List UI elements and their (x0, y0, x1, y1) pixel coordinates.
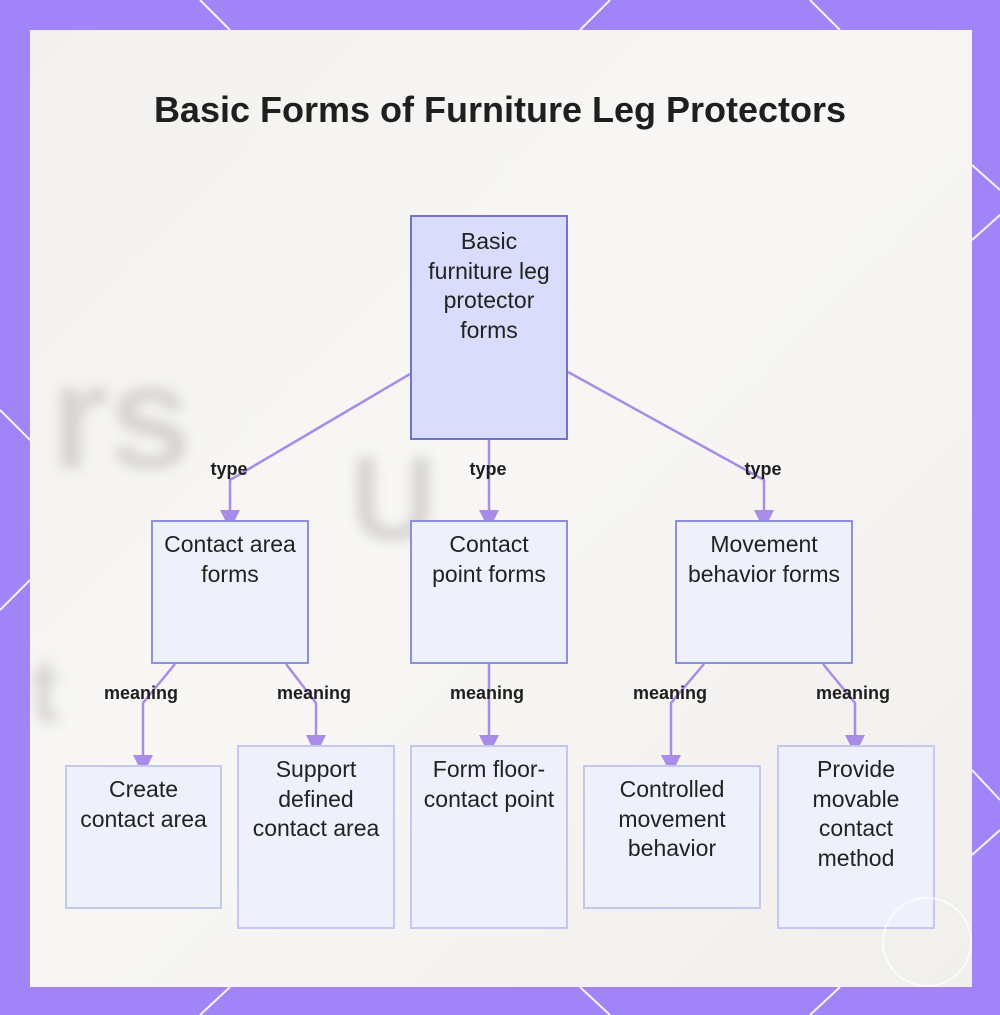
edge-area-support (285, 663, 326, 755)
background-blur: t (30, 641, 60, 741)
node-movement-behavior-forms: Movement behavior forms (675, 520, 853, 664)
node-support-defined-contact-area: Support defined contact area (237, 745, 395, 929)
edge-label-meaning: meaning (815, 683, 891, 703)
watermark-logo (882, 897, 972, 987)
background-blur: rs (50, 332, 192, 500)
edge-root-movement (567, 370, 774, 530)
edge-label-meaning: meaning (103, 683, 179, 703)
edge-label-type: type (469, 459, 507, 479)
edge-movement-controlled (661, 663, 705, 775)
node-contact-point-forms: Contact point forms (410, 520, 568, 664)
edge-label-type: type (210, 459, 248, 479)
edge-label-meaning: meaning (449, 683, 525, 703)
node-contact-area-forms: Contact area forms (151, 520, 309, 664)
edge-label-meaning: meaning (276, 683, 352, 703)
node-controlled-movement-behavior: Controlled movement behavior (583, 765, 761, 909)
edge-area-create (133, 663, 176, 775)
node-root: Basic furniture leg protector forms (410, 215, 568, 440)
node-provide-movable-contact-method: Provide movable contact method (777, 745, 935, 929)
edge-label-type: type (744, 459, 782, 479)
node-create-contact-area: Create contact area (65, 765, 222, 909)
diagram-title: Basic Forms of Furniture Leg Protectors (153, 89, 847, 130)
node-form-floor-contact-point: Form floor-contact point (410, 745, 568, 929)
edge-label-meaning: meaning (632, 683, 708, 703)
edge-root-contact-area (220, 372, 411, 530)
edge-movement-provide (822, 663, 865, 755)
